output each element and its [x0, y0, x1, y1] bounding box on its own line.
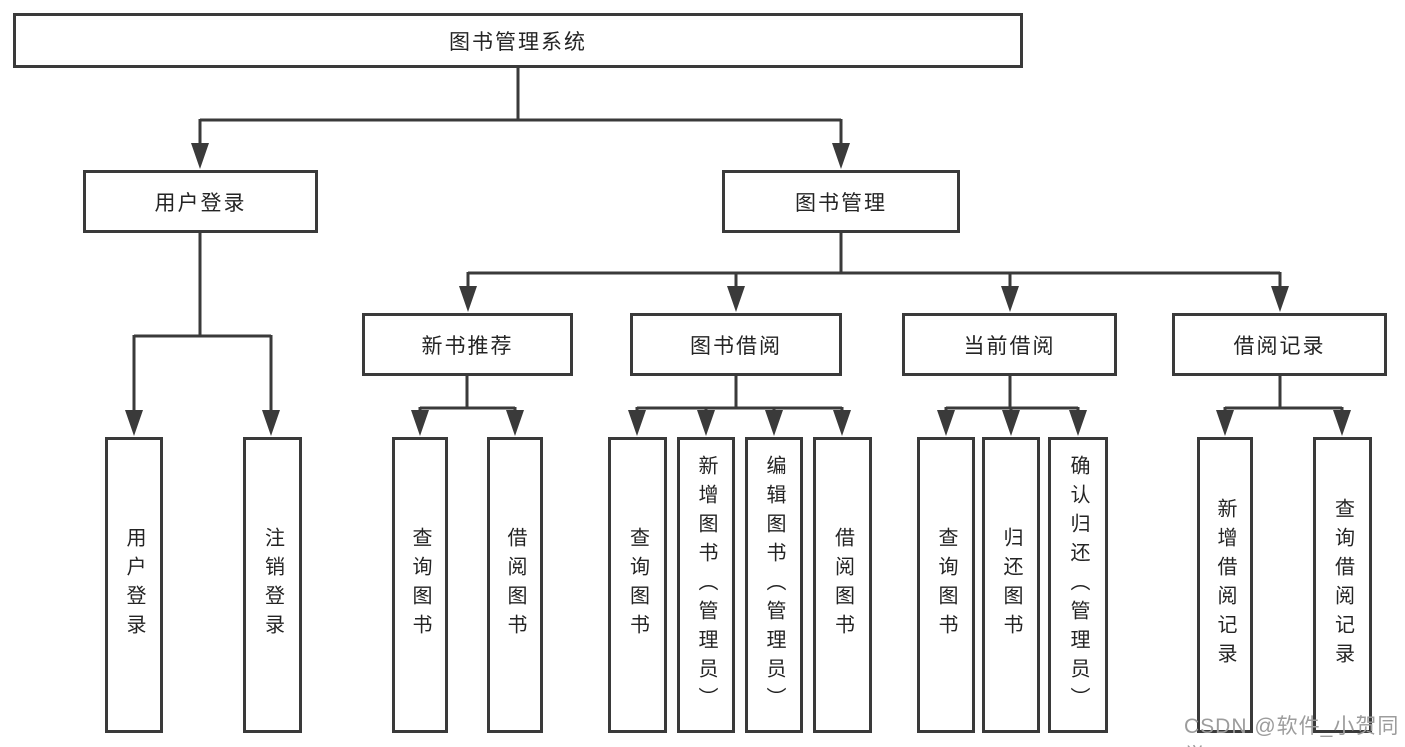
connector-root-to-level2 — [198, 66, 843, 146]
node-root-system: 图书管理系统 — [13, 13, 1023, 68]
node-user-login-branch: 用户登录 — [83, 170, 318, 233]
connector-bookborrow-to-leaves — [635, 375, 844, 413]
node-new-book-recommend: 新书推荐 — [362, 313, 573, 376]
connector-bookmgmt-to-level3 — [466, 232, 1282, 289]
csdn-watermark: CSDN @软件_小贺同学 — [1184, 715, 1400, 747]
node-book-borrow: 图书借阅 — [630, 313, 842, 376]
leaf-current-query-books: 查询图书 — [917, 437, 975, 733]
node-current-borrow: 当前借阅 — [902, 313, 1117, 376]
connector-userlogin-to-leaves — [132, 232, 273, 412]
connector-newbook-to-leaves — [418, 375, 517, 413]
leaf-newbook-query-books: 查询图书 — [392, 437, 448, 733]
leaf-confirm-return-admin: 确认归还（管理员） — [1048, 437, 1108, 733]
leaf-query-borrow-record: 查询借阅记录 — [1313, 437, 1372, 733]
connector-currentborrow-to-leaves — [944, 375, 1080, 413]
arrowheads — [125, 143, 1351, 436]
node-book-management-branch: 图书管理 — [722, 170, 960, 233]
leaf-borrow-query-books: 查询图书 — [608, 437, 667, 733]
leaf-newbook-borrow-books: 借阅图书 — [487, 437, 543, 733]
leaf-add-borrow-record: 新增借阅记录 — [1197, 437, 1253, 733]
leaf-edit-books-admin: 编辑图书（管理员） — [745, 437, 803, 733]
connector-borrowrecords-to-leaves — [1223, 375, 1344, 413]
leaf-logout: 注销登录 — [243, 437, 302, 733]
node-borrow-records: 借阅记录 — [1172, 313, 1387, 376]
leaf-user-login: 用户登录 — [105, 437, 163, 733]
leaf-return-books: 归还图书 — [982, 437, 1040, 733]
leaf-add-books-admin: 新增图书（管理员） — [677, 437, 735, 733]
leaf-borrow-books: 借阅图书 — [813, 437, 872, 733]
